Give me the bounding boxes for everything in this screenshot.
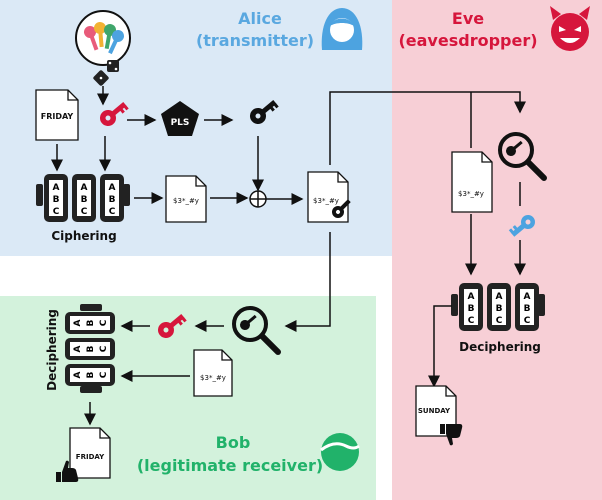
thumbs-down-icon (440, 424, 463, 446)
red-key-icon (100, 101, 129, 126)
wheel-letter: B (496, 304, 503, 314)
wheel-letter: C (81, 207, 88, 217)
plaintext-document: FRIDAY (35, 89, 79, 141)
wheel-letter: C (468, 316, 475, 326)
bob-result-label: FRIDAY (76, 453, 105, 461)
wheel-letter: C (53, 207, 60, 217)
alice-role: (transmitter) (196, 31, 314, 50)
dice-icon (93, 60, 119, 86)
wheel-letter: B (86, 319, 96, 326)
wheel-letter: B (86, 345, 96, 352)
wheel-letter: A (73, 319, 83, 326)
ciphertext-document: $3*_#y (165, 175, 207, 223)
eve-decipher-wheels: A B C A B C A B C (451, 283, 545, 331)
bob-ciphertext-document: $3*_#y (193, 349, 233, 397)
wheel-letter: C (109, 207, 116, 217)
xor-operator (249, 190, 267, 208)
bob-name: Bob (216, 433, 251, 452)
wheel-letter: A (468, 292, 475, 302)
wheel-letter: B (53, 195, 60, 205)
bob-magnifier-icon (232, 306, 281, 355)
wheel-letter: B (109, 195, 116, 205)
cipher-wheels: A B C A B C A B C (36, 174, 130, 222)
thumbs-up-icon (56, 460, 79, 482)
wheel-letter: C (99, 345, 109, 352)
bob-deciphering-label: Deciphering (45, 309, 59, 391)
wheel-letter: A (496, 292, 503, 302)
eve-name: Eve (452, 9, 484, 28)
pls-block: PLS (161, 101, 199, 136)
wheel-letter: C (496, 316, 503, 326)
wheel-letter: A (81, 183, 88, 193)
wheel-letter: C (99, 319, 109, 326)
blue-key-icon (508, 215, 535, 237)
black-key-icon (250, 99, 279, 124)
wheel-letter: C (99, 371, 109, 378)
ciphertext-label: $3*_#y (173, 197, 199, 205)
attached-key-icon (332, 199, 351, 218)
bob-red-key-icon (158, 313, 187, 338)
bob-decipher-wheels: A B C A B C A B C (65, 304, 115, 393)
bob-region (0, 296, 376, 500)
wheel-letter: B (81, 195, 88, 205)
wheel-letter: B (524, 304, 531, 314)
eve-magnifier-icon (498, 132, 547, 181)
wheel-letter: A (109, 183, 116, 193)
alice-name: Alice (238, 9, 282, 28)
keyring-icon (75, 10, 131, 66)
bob-ciphertext-label: $3*_#y (200, 374, 226, 382)
eve-role: (eavesdropper) (398, 31, 537, 50)
alice-avatar-icon (321, 8, 363, 50)
pls-label: PLS (171, 118, 190, 128)
eve-result-label: SUNDAY (418, 407, 451, 415)
wheel-letter: B (86, 371, 96, 378)
wheel-letter: A (73, 371, 83, 378)
transmitted-document: $3*_#y (307, 171, 351, 223)
bob-avatar-icon (320, 433, 360, 471)
wheel-letter: A (53, 183, 60, 193)
devil-face-icon (550, 6, 590, 51)
eve-deciphering-label: Deciphering (459, 340, 541, 354)
wheel-letter: B (468, 304, 475, 314)
wheel-letter: A (73, 345, 83, 352)
transmitted-label: $3*_#y (313, 197, 339, 205)
wheel-letter: C (524, 316, 531, 326)
eve-result-document: SUNDAY (415, 385, 457, 437)
eve-ciphertext-document: $3*_#y (451, 151, 493, 213)
wheel-letter: A (524, 292, 531, 302)
plaintext-label: FRIDAY (41, 112, 74, 121)
ciphering-label: Ciphering (51, 229, 116, 243)
eve-ciphertext-label: $3*_#y (458, 190, 484, 198)
bob-role: (legitimate receiver) (137, 456, 323, 475)
